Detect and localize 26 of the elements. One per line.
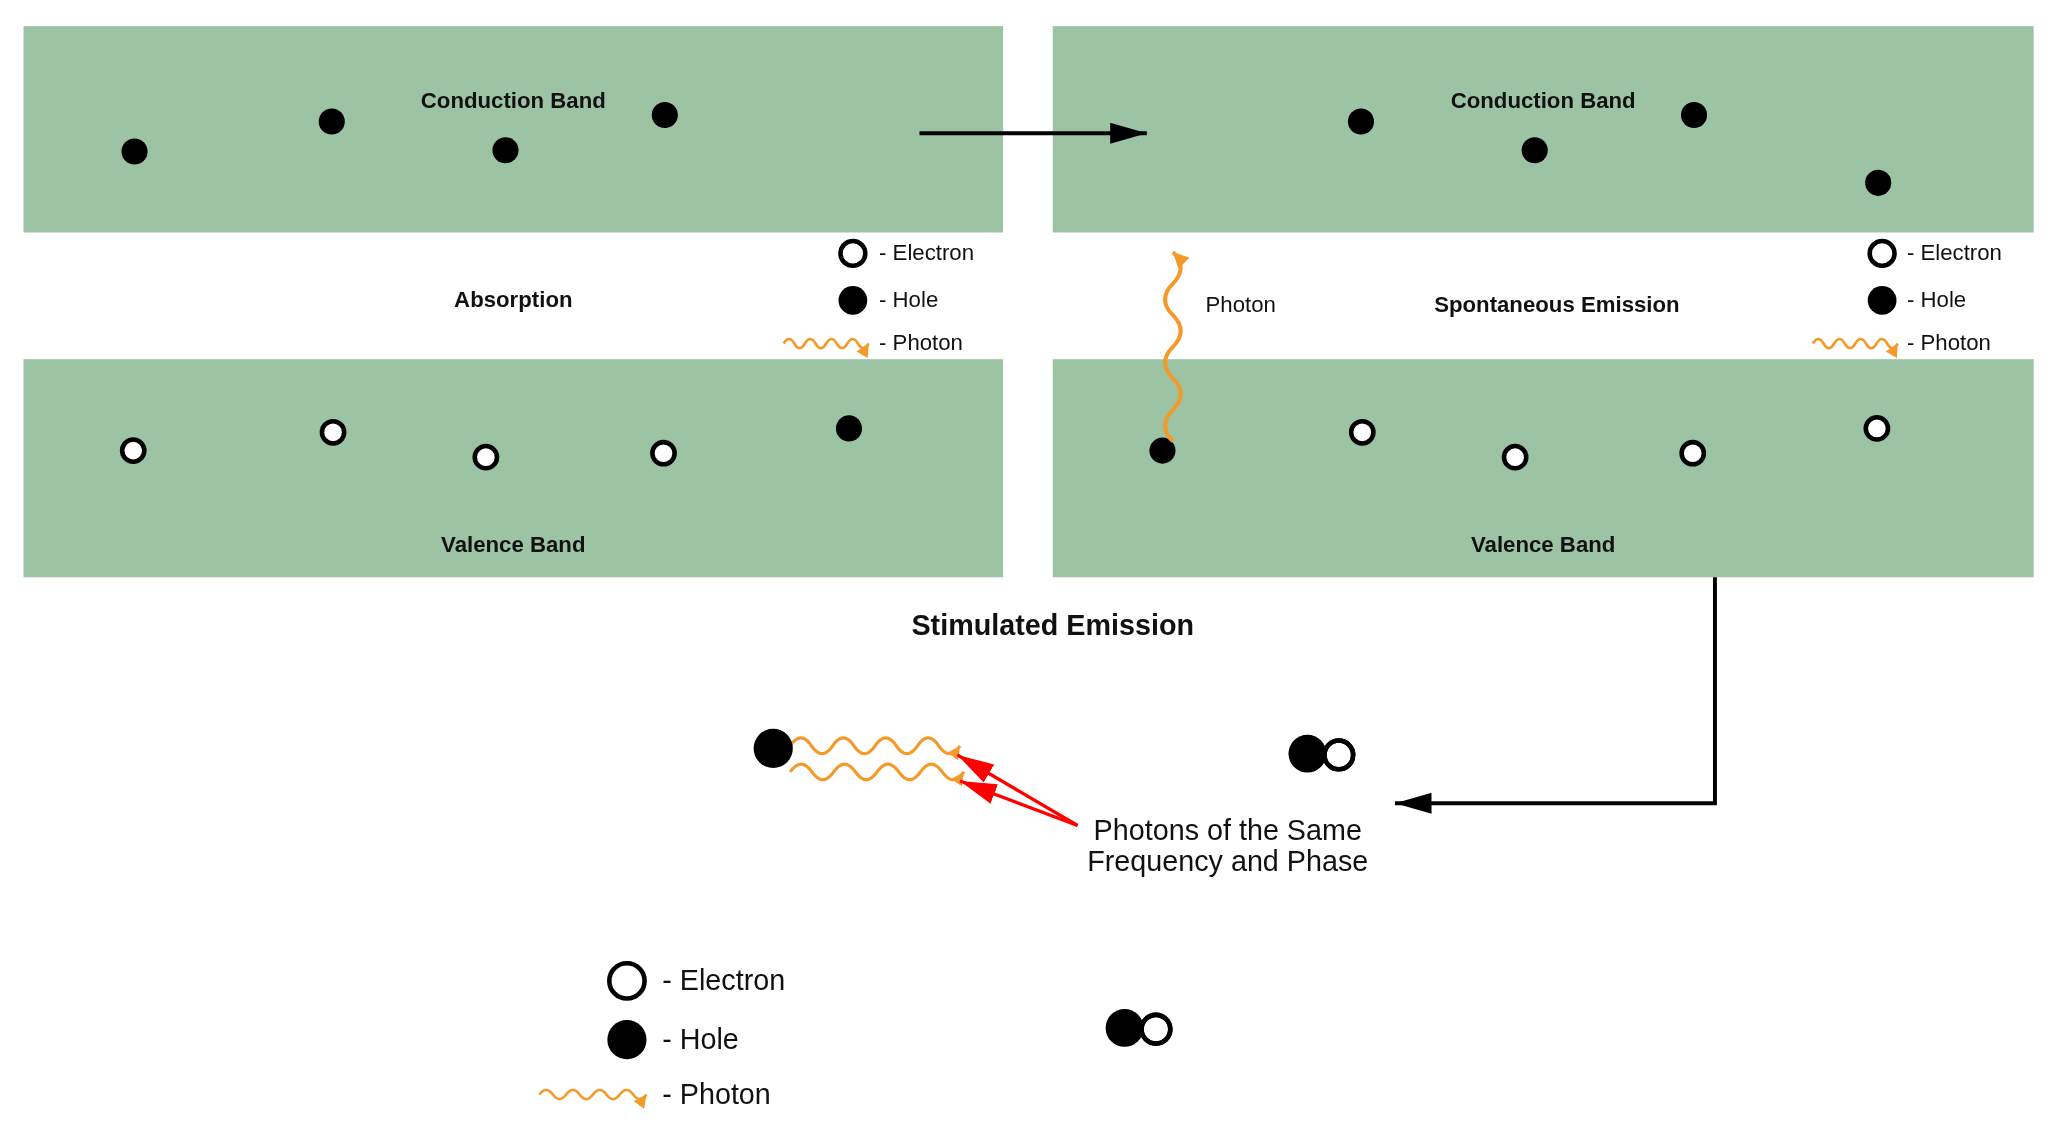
legend-text: - Hole	[662, 1022, 739, 1057]
legend-text: - Photon	[662, 1077, 771, 1112]
legend-text: - Photon	[1906, 330, 1991, 357]
callout-text: Photons of the Same Frequency and Phase	[1086, 815, 1370, 878]
legend-text: - Hole	[1906, 287, 1967, 314]
energy-band	[23, 26, 1004, 233]
band-title: Valence Band	[441, 532, 586, 559]
legend-text: - Photon	[879, 330, 963, 357]
process-title: Absorption	[454, 287, 573, 314]
energy-band	[1052, 26, 2034, 233]
process-title: Stimulated Emission	[911, 608, 1195, 643]
arrow	[919, 122, 1147, 144]
process-title: Spontaneous Emission	[1434, 292, 1680, 319]
energy-band	[23, 359, 1004, 578]
photon-label: Photon	[1205, 292, 1276, 319]
band-title: Conduction Band	[1450, 88, 1636, 115]
legend-text: - Electron	[879, 240, 975, 267]
energy-band	[1052, 359, 2034, 578]
arrow	[1394, 577, 1717, 814]
leader-arrow	[959, 779, 1079, 827]
legend-text: - Electron	[662, 963, 786, 998]
band-title: Valence Band	[1471, 532, 1616, 559]
legend-text: - Electron	[1906, 240, 2002, 267]
band-title: Conduction Band	[420, 88, 606, 115]
photon-wave-arrow	[1163, 250, 1190, 443]
legend-text: - Hole	[879, 287, 939, 314]
